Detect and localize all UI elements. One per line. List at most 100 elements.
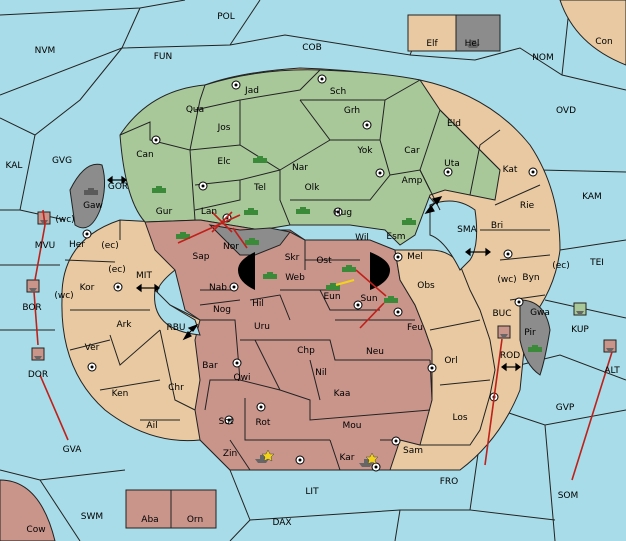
- army-green-web[interactable]: [263, 272, 277, 279]
- label-uru: Uru: [254, 322, 270, 332]
- label-gva: GVA: [63, 445, 83, 455]
- label-qua: Qua: [186, 105, 204, 115]
- label-cow: Cow: [26, 525, 45, 535]
- label-nog: Nog: [213, 305, 231, 315]
- army-grey-gaw[interactable]: [84, 188, 98, 195]
- label-bri: Bri: [491, 221, 503, 231]
- army-green-eun[interactable]: [326, 283, 340, 290]
- label-buc: BUC: [492, 309, 511, 319]
- army-green-sap[interactable]: [176, 232, 190, 239]
- army-green-pir[interactable]: [528, 345, 542, 352]
- province-aba[interactable]: [125, 489, 172, 529]
- label-nom: NOM: [532, 53, 554, 63]
- label-gaw: Gaw: [83, 201, 103, 211]
- label-her-ec: (ec): [101, 241, 119, 251]
- label-ail: Ail: [146, 421, 157, 431]
- label-rie: Rie: [520, 201, 535, 211]
- channel-arrows: [107, 175, 521, 372]
- label-rbu: RBU: [166, 323, 185, 333]
- fleet-dor[interactable]: [31, 347, 45, 361]
- label-elc: Elc: [217, 157, 230, 167]
- label-obs: Obs: [417, 281, 435, 291]
- label-hel: Hel: [465, 39, 480, 49]
- label-kal: KAL: [6, 161, 23, 171]
- supply-centers: [82, 74, 538, 472]
- label-jos: Jos: [217, 123, 231, 133]
- label-grh: Grh: [344, 106, 360, 116]
- label-eun: Eun: [323, 292, 340, 302]
- label-yok: Yok: [356, 146, 373, 156]
- label-sch: Sch: [330, 87, 346, 97]
- label-fun: FUN: [154, 52, 173, 62]
- label-con: Con: [595, 37, 613, 47]
- label-chp: Chp: [297, 346, 315, 356]
- label-ovd: OVD: [556, 106, 576, 116]
- label-ver: Ver: [85, 343, 100, 353]
- army-green-hug[interactable]: [296, 207, 310, 214]
- fleet-alt[interactable]: [603, 339, 617, 353]
- label-feu: Feu: [407, 323, 423, 333]
- label-can: Can: [136, 150, 154, 160]
- fleet-hel[interactable]: [466, 40, 480, 48]
- label-ost: Ost: [316, 256, 332, 266]
- label-bor: BOR: [22, 303, 41, 313]
- label-chr: Chr: [168, 383, 184, 393]
- fleet-bor[interactable]: [26, 279, 40, 293]
- label-mel: Mel: [407, 252, 423, 262]
- army-green-esm[interactable]: [402, 218, 416, 225]
- label-ark: Ark: [116, 320, 132, 330]
- label-mit: MIT: [136, 271, 152, 281]
- army-green-sun[interactable]: [384, 296, 398, 303]
- label-sma: SMA: [457, 225, 477, 235]
- star-markers: [261, 449, 379, 465]
- label-orl: Orl: [444, 356, 457, 366]
- label-olk: Olk: [305, 183, 321, 193]
- label-amp: Amp: [402, 176, 423, 186]
- label-kor: Kor: [80, 283, 95, 293]
- province-pir[interactable]: [519, 299, 551, 376]
- label-mvu: MVU: [35, 241, 56, 251]
- label-gur: Gur: [156, 207, 173, 217]
- label-kor-ec: (ec): [108, 265, 126, 275]
- order-arrows: [33, 209, 613, 481]
- army-green-gur[interactable]: [152, 186, 166, 193]
- fleet-kup[interactable]: [573, 302, 587, 316]
- landmass-tan-se[interactable]: [394, 249, 496, 446]
- label-aba: Aba: [141, 515, 158, 525]
- label-esm: Esm: [386, 232, 405, 242]
- units-armies[interactable]: [84, 156, 542, 352]
- label-kaa: Kaa: [334, 389, 351, 399]
- label-tel: Tel: [253, 183, 266, 193]
- fleet-kar[interactable]: [359, 459, 373, 467]
- label-mou: Mou: [343, 421, 362, 431]
- label-dor: DOR: [28, 370, 48, 380]
- army-green-elc[interactable]: [253, 156, 267, 163]
- army-green-lan[interactable]: [244, 208, 258, 215]
- label-gwa: Gwa: [530, 308, 550, 318]
- province-orn[interactable]: [170, 489, 217, 529]
- label-rot: Rot: [256, 418, 271, 428]
- channel-east: [370, 252, 390, 290]
- label-lan: Lan: [201, 207, 217, 217]
- label-eld: Eld: [447, 119, 461, 129]
- label-elf: Elf: [426, 39, 438, 49]
- label-byn-ec: (ec): [552, 261, 570, 271]
- label-nil: Nil: [315, 368, 327, 378]
- label-hug: Hug: [334, 208, 352, 218]
- army-green-nor[interactable]: [245, 238, 259, 245]
- label-pol: POL: [217, 12, 235, 22]
- label-sap: Sap: [193, 252, 210, 262]
- label-nar: Nar: [292, 163, 308, 173]
- army-green-ost[interactable]: [342, 265, 356, 272]
- label-swm: SWM: [81, 512, 103, 522]
- province-gaw[interactable]: [69, 163, 106, 229]
- label-dax: DAX: [272, 518, 291, 528]
- label-uta: Uta: [444, 159, 460, 169]
- label-tei: TEI: [589, 258, 604, 268]
- label-nab: Nab: [209, 283, 227, 293]
- label-sot: Sot: [219, 417, 234, 427]
- fleet-rod[interactable]: [497, 325, 511, 339]
- label-car: Car: [404, 146, 420, 156]
- label-byn-wc: (wc): [497, 275, 516, 285]
